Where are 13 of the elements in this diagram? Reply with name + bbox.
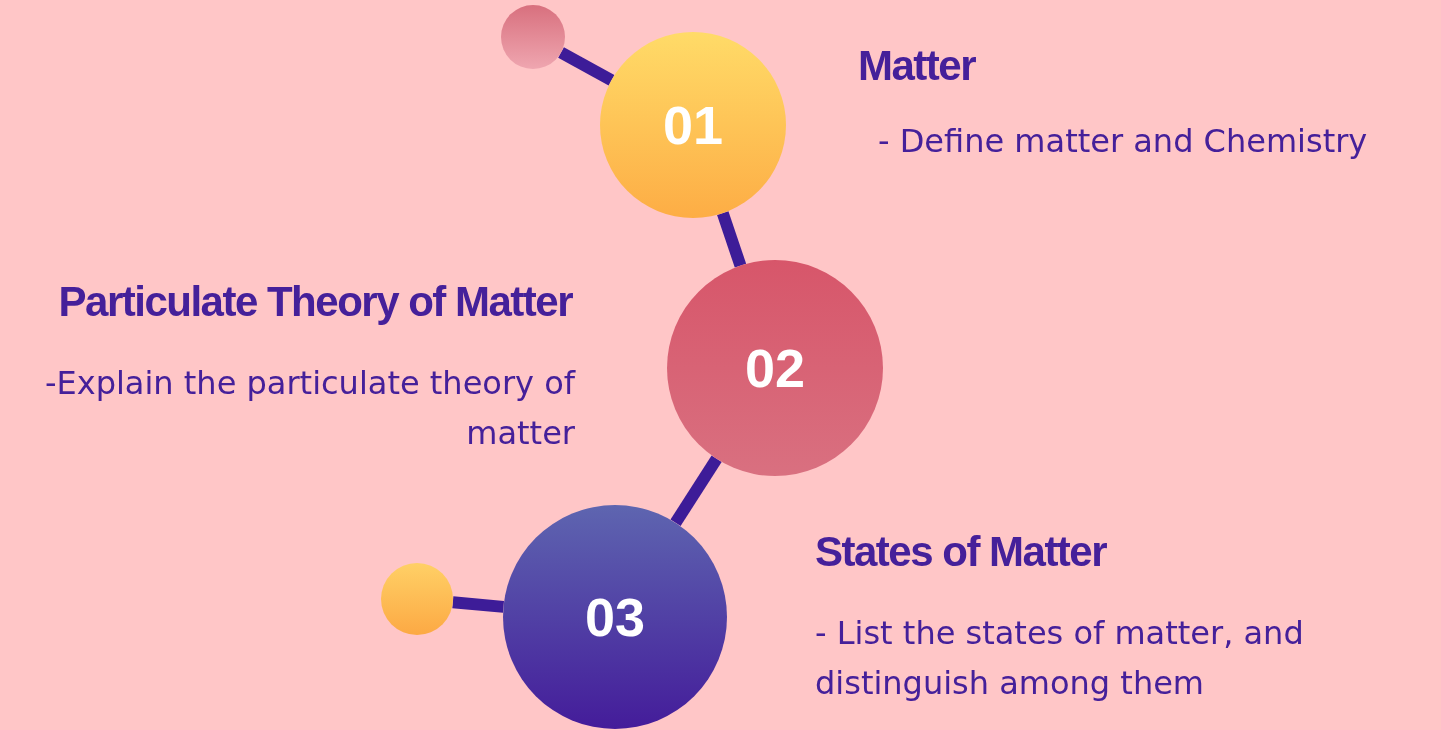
- number-circle: 03: [503, 505, 727, 729]
- connector-line: [717, 211, 747, 268]
- connector-line: [452, 596, 504, 613]
- topic-heading: States of Matter: [815, 528, 1108, 576]
- number-circle: 02: [667, 260, 883, 476]
- topic-description: - List the states of matter, and distinguish among them: [815, 613, 1305, 704]
- topic-heading: Matter: [858, 42, 977, 90]
- connector-line: [558, 47, 615, 86]
- topic-description: -Explain the particulate theory of matter: [43, 363, 575, 454]
- topic-heading: Particulate Theory of Matter: [57, 278, 572, 326]
- number-circle: 01: [600, 32, 786, 218]
- topic-description: - Define matter and Chemistry: [878, 121, 1369, 162]
- connector-line: [670, 455, 722, 527]
